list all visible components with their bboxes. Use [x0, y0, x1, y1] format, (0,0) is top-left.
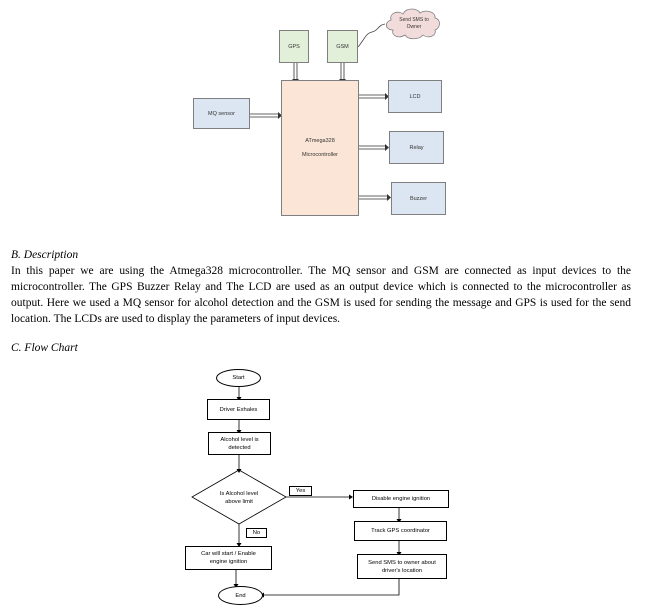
- buzzer-label: Buzzer: [409, 195, 428, 202]
- flow-decision-label: Is Alcohol level above limit: [219, 491, 259, 505]
- gsm-label: GSM: [336, 43, 349, 50]
- mq-sensor-label: MQ sensor: [208, 110, 235, 117]
- mcu-type: Microcontroller: [301, 152, 339, 158]
- flow-send-sms: Send SMS to owner about driver's locatio…: [357, 554, 447, 579]
- lcd-label: LCD: [409, 93, 421, 100]
- gsm-block: GSM: [327, 30, 358, 63]
- flow-track-gps: Track GPS coordinator: [354, 521, 447, 541]
- mcu-model: ATmega328: [305, 138, 335, 144]
- cloud-label: Send SMS to Owner: [399, 17, 429, 30]
- flow-car-start: Car will start / Enable engine ignition: [185, 546, 272, 570]
- mq-sensor-block: MQ sensor: [193, 98, 250, 129]
- description-heading: B. Description: [11, 249, 79, 261]
- flow-no-label: No: [246, 528, 267, 538]
- cloud-shape: [385, 8, 440, 40]
- gps-label: GPS: [288, 43, 300, 50]
- flow-yes-label: Yes: [289, 486, 312, 496]
- description-paragraph: In this paper we are using the Atmega328…: [11, 265, 631, 325]
- gps-block: GPS: [279, 30, 309, 63]
- flowchart-heading: C. Flow Chart: [11, 342, 78, 354]
- buzzer-block: Buzzer: [391, 182, 446, 215]
- relay-label: Relay: [409, 144, 424, 151]
- flow-end: End: [218, 586, 263, 605]
- flow-start: Start: [216, 369, 261, 387]
- microcontroller-block: ATmega328 Microcontroller: [281, 80, 359, 216]
- flow-disable-ignition: Disable engine ignition: [353, 490, 449, 508]
- relay-block: Relay: [389, 131, 444, 164]
- lcd-block: LCD: [388, 80, 442, 113]
- flow-alcohol-detected: Alcohol level is detected: [208, 432, 271, 455]
- flow-driver-exhales: Driver Exhales: [207, 399, 270, 420]
